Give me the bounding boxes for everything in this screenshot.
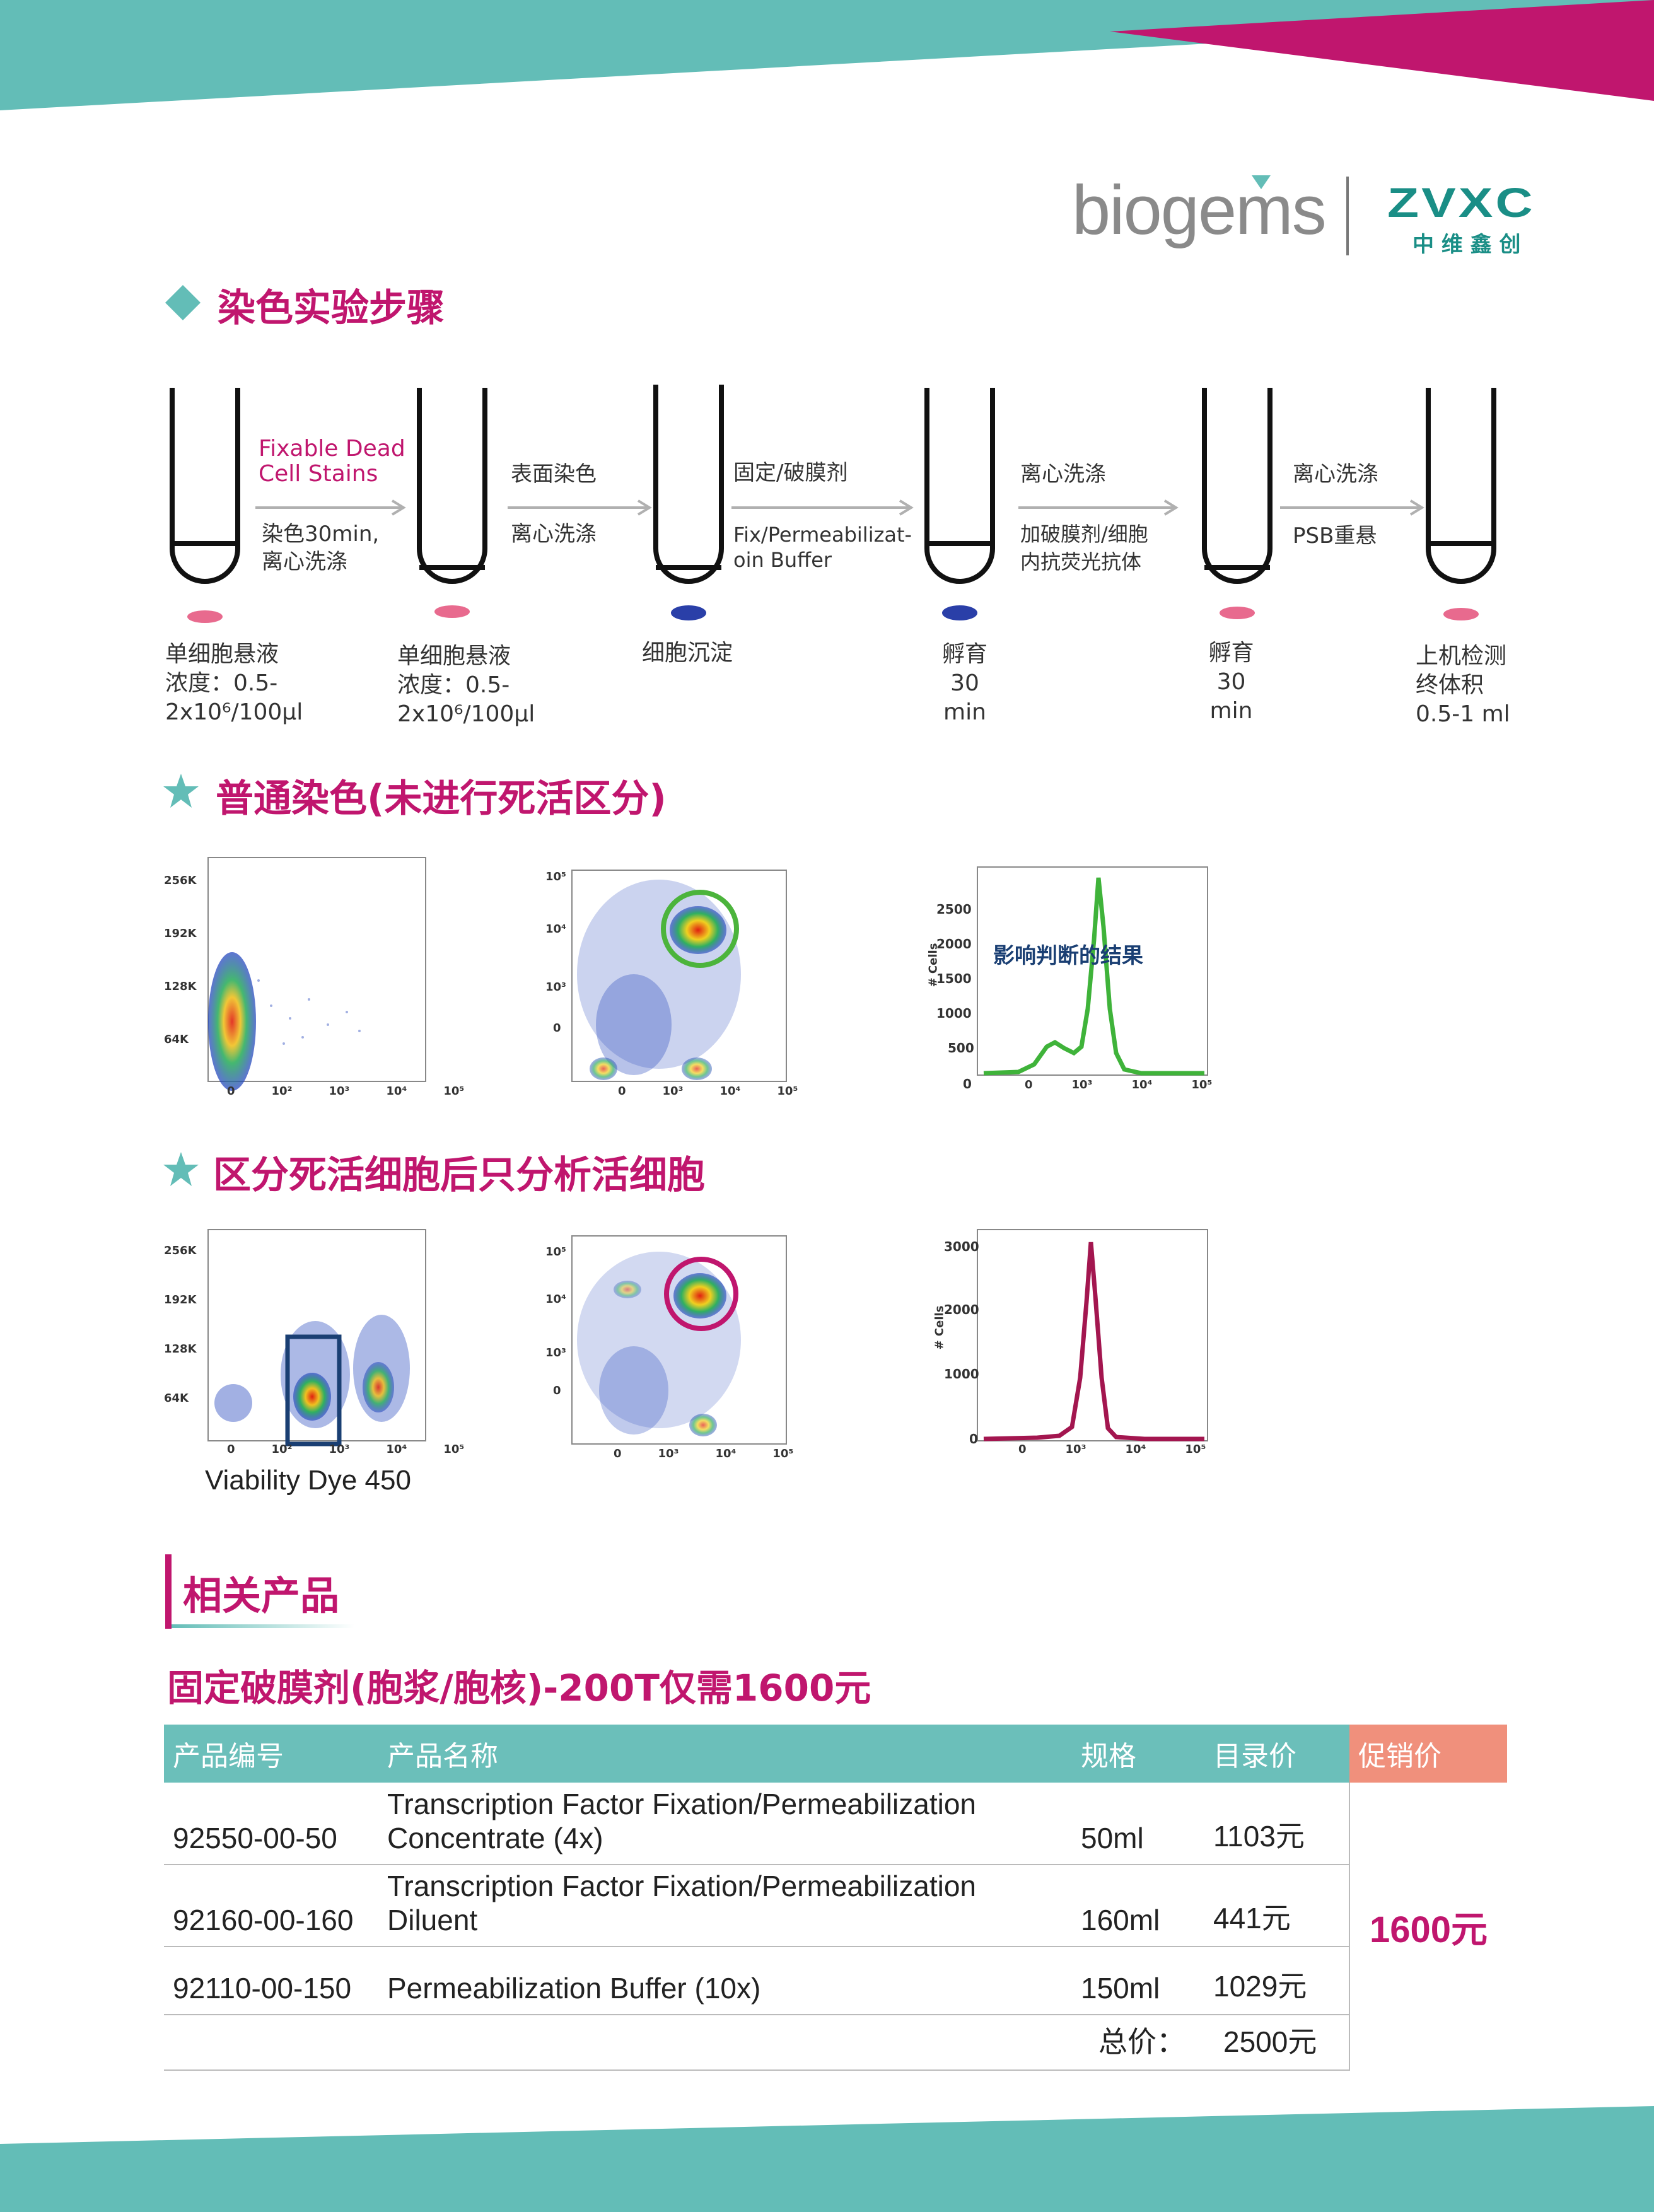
section3-title: 区分死活细胞后只分析活细胞 [213, 1153, 705, 1197]
step5-bottom: PSB重悬 [1293, 523, 1377, 549]
promo-price: 1600元 [1349, 1783, 1507, 2070]
biogems-logo: biogems [1072, 172, 1327, 249]
header-size: 规格 [1072, 1725, 1204, 1783]
total-value: 2500元 [1204, 2015, 1349, 2071]
s3-p3-ylabel: # Cells [933, 1305, 946, 1350]
row-price: 1103元 [1204, 1783, 1349, 1865]
section1-title: 染色实验步骤 [218, 286, 445, 330]
product-table: 产品编号 产品名称 规格 目录价 促销价 92550-00-50 Transcr… [164, 1725, 1507, 2071]
row-size: 50ml [1072, 1783, 1204, 1865]
header-code: 产品编号 [164, 1725, 378, 1783]
s2-p3-annotation: 影响判断的结果 [993, 943, 1143, 969]
tube5-label: 孵育 30 min [1208, 640, 1254, 724]
tube6-label: 上机检测 终体积 0.5-1 ml [1416, 643, 1510, 727]
tube3-label: 细胞沉淀 [642, 640, 733, 666]
step5-top: 离心洗涤 [1293, 462, 1378, 487]
step2-top: 表面染色 [511, 462, 597, 487]
total-row: 总价： 2500元 [164, 2015, 1507, 2071]
bottom-banner [0, 2106, 1654, 2212]
logo-divider [1346, 177, 1349, 255]
step2-bottom: 离心洗涤 [511, 521, 597, 547]
row-code: 92110-00-150 [164, 1947, 378, 2015]
table-row: 92160-00-160 Transcription Factor Fixati… [164, 1865, 1507, 1947]
row-code: 92550-00-50 [164, 1783, 378, 1865]
row-name: Permeabilization Buffer (10x) [378, 1947, 1072, 2015]
star-icon [163, 1152, 199, 1186]
row-size: 150ml [1072, 1947, 1204, 2015]
row-name: Transcription Factor Fixation/Permeabili… [378, 1865, 1072, 1947]
tube2-label: 单细胞悬液 浓度：0.5- 2x10⁶/100μl [397, 643, 535, 727]
logo-accent-icon [1252, 175, 1271, 189]
star-icon [163, 774, 199, 808]
row-price: 441元 [1204, 1865, 1349, 1947]
step3-top: 固定/破膜剂 [733, 460, 848, 486]
tube-row [170, 385, 1496, 623]
step1-top: Fixable Dead Cell Stains [259, 436, 405, 487]
section4-title: 相关产品 [183, 1573, 340, 1619]
top-banner [0, 0, 1654, 110]
row-name: Transcription Factor Fixation/Permeabili… [378, 1783, 1072, 1865]
section4-subtitle: 固定破膜剂(胞浆/胞核)-200T仅需1600元 [167, 1667, 871, 1709]
step4-top: 离心洗涤 [1020, 462, 1106, 487]
row-code: 92160-00-160 [164, 1865, 378, 1947]
zvxc-logo-cn: 中 维 鑫 创 [1412, 232, 1521, 257]
tube4-label: 孵育 30 min [941, 641, 987, 725]
step3-bottom: Fix/Permeabilizat- oin Buffer [733, 523, 912, 572]
row-size: 160ml [1072, 1865, 1204, 1947]
section4-title-underline [172, 1624, 354, 1628]
total-label: 总价： [1072, 2015, 1204, 2071]
section2-title: 普通染色(未进行死活区分) [216, 777, 667, 821]
header-name: 产品名称 [378, 1725, 1072, 1783]
table-header-row: 产品编号 产品名称 规格 目录价 促销价 [164, 1725, 1507, 1783]
step4-bottom: 加破膜剂/细胞 内抗荧光抗体 [1020, 522, 1148, 574]
s2-p3-ylabel: # Cells [926, 943, 940, 987]
header-promo: 促销价 [1349, 1725, 1507, 1783]
step1-bottom: 染色30min, 离心洗涤 [262, 521, 380, 574]
tube1-label: 单细胞悬液 浓度：0.5- 2x10⁶/100μl [165, 641, 303, 725]
diamond-icon [165, 285, 201, 320]
row-price: 1029元 [1204, 1947, 1349, 2015]
table-row: 92550-00-50 Transcription Factor Fixatio… [164, 1783, 1507, 2070]
section4-title-bar [165, 1554, 172, 1629]
table-row: 92110-00-150 Permeabilization Buffer (10… [164, 1947, 1507, 2015]
header-price: 目录价 [1204, 1725, 1349, 1783]
zvxc-logo: ZVXC [1387, 180, 1535, 226]
s3-p1-caption: Viability Dye 450 [205, 1465, 411, 1496]
